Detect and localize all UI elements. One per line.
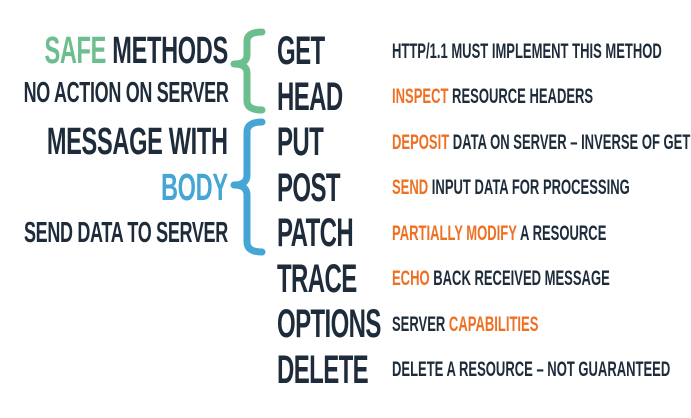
method-delete: DELETE <box>277 347 369 392</box>
description-post-post: INPUT DATA FOR PROCESSING <box>428 176 630 200</box>
body-group-title-highlight: BODY <box>161 167 228 209</box>
description-get: HTTP/1.1 MUST IMPLEMENT THIS METHOD <box>392 29 690 75</box>
description-options-highlight: CAPABILITIES <box>448 312 539 336</box>
description-put-post: DATA ON SERVER – INVERSE OF GET <box>449 130 691 154</box>
safe-methods-title-rest: METHODS <box>106 30 228 72</box>
body-group-subtitle: SEND DATA TO SERVER <box>24 217 228 249</box>
method-post: POST <box>277 165 341 210</box>
message-body-brace <box>230 118 266 256</box>
description-trace-highlight: ECHO <box>392 267 430 291</box>
methods-column: GET HEAD PUT POST PATCH TRACE OPTIONS DE… <box>277 29 450 393</box>
description-post: SEND INPUT DATA FOR PROCESSING <box>392 166 690 212</box>
description-head: INSPECT RESOURCE HEADERS <box>392 75 690 121</box>
description-options: SERVER CAPABILITIES <box>392 302 690 348</box>
description-patch: PARTIALLY MODIFY A RESOURCE <box>392 211 690 257</box>
message-body-brace-path <box>230 118 266 256</box>
safe-methods-brace-path <box>230 28 266 114</box>
body-group-title-line1: MESSAGE WITH <box>47 121 228 163</box>
description-trace: ECHO BACK RECEIVED MESSAGE <box>392 257 690 303</box>
description-delete: DELETE A RESOURCE – NOT GUARANTEED <box>392 348 690 394</box>
method-put: PUT <box>277 120 324 165</box>
description-put-highlight: DEPOSIT <box>392 130 450 154</box>
description-trace-post: BACK RECEIVED MESSAGE <box>429 267 610 291</box>
safe-methods-brace <box>230 28 266 114</box>
description-delete-pre: DELETE A RESOURCE – NOT GUARANTEED <box>392 358 671 382</box>
safe-methods-title: SAFE METHODS <box>44 30 229 72</box>
description-options-pre: SERVER <box>392 312 449 336</box>
descriptions-column: HTTP/1.1 MUST IMPLEMENT THIS METHOD INSP… <box>392 29 691 393</box>
method-head: HEAD <box>277 74 343 119</box>
safe-methods-title-highlight: SAFE <box>44 30 107 72</box>
description-get-pre: HTTP/1.1 MUST IMPLEMENT THIS METHOD <box>392 39 662 63</box>
method-options: OPTIONS <box>277 302 381 347</box>
method-trace: TRACE <box>277 256 357 301</box>
description-patch-post: A RESOURCE <box>516 221 607 245</box>
description-post-highlight: SEND <box>392 176 429 200</box>
description-patch-highlight: PARTIALLY MODIFY <box>392 221 517 245</box>
method-patch: PATCH <box>277 211 354 256</box>
method-get: GET <box>277 29 325 74</box>
description-put: DEPOSIT DATA ON SERVER – INVERSE OF GET <box>392 120 690 166</box>
description-head-highlight: INSPECT <box>392 85 449 109</box>
safe-methods-subtitle: NO ACTION ON SERVER <box>23 77 228 109</box>
description-head-post: RESOURCE HEADERS <box>448 85 594 109</box>
